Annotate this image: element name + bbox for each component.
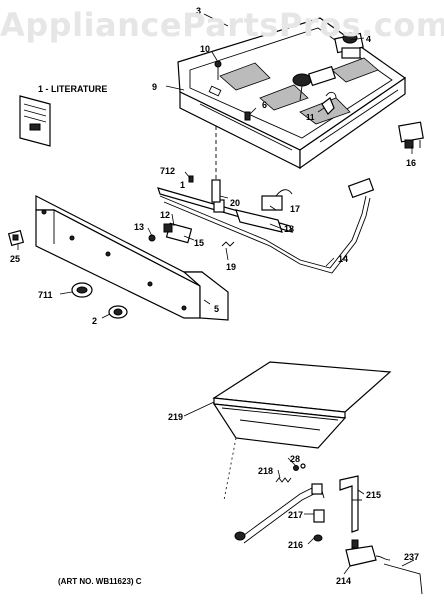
deflector-shield-219 <box>212 361 392 501</box>
callout-9: 9 <box>152 82 157 92</box>
mounting-screw-10 <box>214 60 222 80</box>
callout-13: 13 <box>134 222 144 232</box>
orifice-711 <box>71 282 93 298</box>
bracket-215 <box>339 475 362 533</box>
callout-712: 712 <box>160 166 175 176</box>
valve-17 <box>261 189 293 211</box>
igniter-16 <box>398 121 424 149</box>
wire-237 <box>383 563 423 595</box>
part-25 <box>7 229 25 247</box>
callout-labels: 1 - LITERATURE 3 4 9 10 6 11 16 712 1 20… <box>10 6 419 586</box>
connector-217 <box>313 509 325 523</box>
callout-1: 1 <box>180 180 185 190</box>
callout-11: 11 <box>306 113 315 122</box>
callout-17: 17 <box>290 204 300 214</box>
spring-19 <box>221 241 235 247</box>
callout-5: 5 <box>214 304 219 314</box>
callout-28: 28 <box>290 454 300 464</box>
leader-lines <box>17 13 415 575</box>
callout-20: 20 <box>230 198 240 208</box>
callout-16: 16 <box>406 158 416 168</box>
callout-215: 215 <box>366 490 381 500</box>
callout-711: 711 <box>38 290 53 300</box>
gas-supply-tube-14 <box>159 177 375 274</box>
callout-19: 19 <box>226 262 236 272</box>
literature-booklet-icon <box>19 95 51 147</box>
callout-18: 18 <box>284 224 294 234</box>
broil-burner-tube <box>234 483 325 544</box>
callout-15: 15 <box>194 238 204 248</box>
callout-217: 217 <box>288 510 303 520</box>
orifice-2 <box>108 305 128 319</box>
callout-4: 4 <box>366 34 371 44</box>
callout-237: 237 <box>404 552 419 562</box>
igniter-214 <box>345 539 391 567</box>
pilot-sensor-part <box>292 65 337 101</box>
callout-218: 218 <box>258 466 273 476</box>
spring-218 <box>275 477 292 483</box>
clip-11 <box>321 91 337 115</box>
bracket-18 <box>235 209 283 233</box>
callout-6: 6 <box>262 100 267 110</box>
callout-219: 219 <box>168 412 183 422</box>
art-number: (ART NO. WB11623) C <box>58 577 142 586</box>
screw-6 <box>244 111 251 121</box>
callout-10: 10 <box>200 44 210 54</box>
thermostat-valve-part <box>334 32 364 59</box>
callout-12: 12 <box>160 210 170 220</box>
nut-216 <box>313 534 323 542</box>
callout-3: 3 <box>196 6 201 16</box>
callout-25: 25 <box>10 254 20 264</box>
callout-14: 14 <box>338 254 348 264</box>
screw-712 <box>188 175 194 183</box>
fitting-20 <box>211 126 221 203</box>
fitting-28 <box>293 463 306 471</box>
front-manifold-panel <box>35 195 229 321</box>
literature-label: 1 - LITERATURE <box>38 84 107 94</box>
valve-body-15 <box>163 222 193 244</box>
callout-214: 214 <box>336 576 351 586</box>
washer-13 <box>148 234 156 242</box>
callout-2: 2 <box>92 316 97 326</box>
callout-216: 216 <box>288 540 303 550</box>
